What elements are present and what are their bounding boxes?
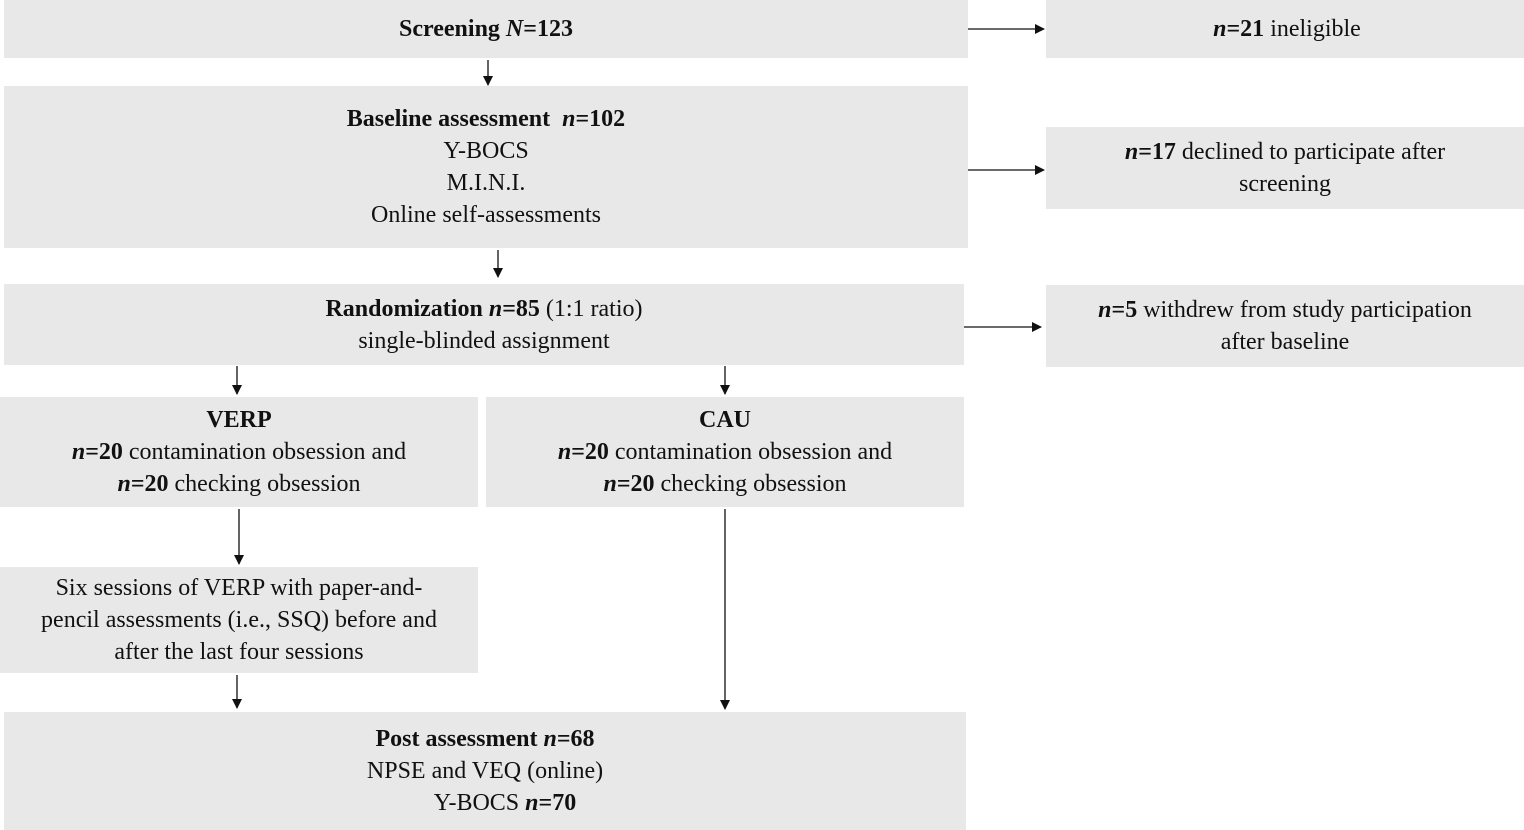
declined-line1: n=17 declined to participate after bbox=[1125, 136, 1445, 168]
cau-title: CAU bbox=[699, 407, 751, 433]
randomization-line2: single-blinded assignment bbox=[358, 327, 610, 354]
post-n-symbol: n bbox=[543, 726, 557, 752]
withdrew-text2: after baseline bbox=[1220, 329, 1350, 355]
verp-group-box: VERP n=20 contamination obsession and n=… bbox=[0, 397, 478, 507]
withdrew-box: n=5 withdrew from study participation af… bbox=[1046, 285, 1524, 367]
post-assessment-box: Post assessment n=68 NPSE and VEQ (onlin… bbox=[4, 712, 966, 830]
cau-line1: n=20 contamination obsession and bbox=[558, 436, 892, 468]
withdrew-n-symbol: n bbox=[1098, 297, 1112, 323]
ineligible-n-value: =21 bbox=[1226, 16, 1265, 42]
verp-n2-symbol: n bbox=[117, 471, 131, 497]
post-ybocs-n-value: =70 bbox=[538, 790, 577, 816]
withdrew-n-value: =5 bbox=[1111, 297, 1138, 323]
cau-line2: n=20 checking obsession bbox=[603, 468, 846, 500]
verp-line1-text: contamination obsession and bbox=[122, 439, 407, 465]
cau-group-box: CAU n=20 contamination obsession and n=2… bbox=[486, 397, 964, 507]
randomization-n-value: =85 bbox=[502, 295, 540, 322]
screening-box: Screening N=123 bbox=[4, 0, 968, 58]
verp-n1-value: =20 bbox=[85, 439, 123, 465]
randomization-box: Randomization n=85 (1:1 ratio) single-bl… bbox=[4, 284, 964, 365]
screening-n-value: =123 bbox=[523, 16, 573, 42]
baseline-label: Baseline assessment bbox=[346, 106, 551, 132]
cau-n2-symbol: n bbox=[603, 471, 617, 497]
verp-line2: n=20 checking obsession bbox=[117, 468, 360, 500]
baseline-assessment-box: Baseline assessment n=102 Y-BOCS M.I.N.I… bbox=[4, 86, 968, 248]
sessions-line2: pencil assessments (i.e., SSQ) before an… bbox=[41, 607, 437, 633]
verp-title: VERP bbox=[206, 407, 272, 433]
post-line2: NPSE and VEQ (online) bbox=[366, 758, 604, 784]
baseline-item-ybocs: Y-BOCS bbox=[443, 138, 529, 164]
ineligible-n-symbol: n bbox=[1213, 16, 1227, 42]
declined-n-symbol: n bbox=[1124, 139, 1139, 165]
post-ybocs-n-symbol: n bbox=[525, 790, 539, 816]
sessions-line3: after the last four sessions bbox=[114, 639, 364, 665]
post-label: Post assessment bbox=[375, 726, 538, 752]
ineligible-line: n=21 ineligible bbox=[1209, 13, 1361, 45]
ineligible-text: ineligible bbox=[1264, 16, 1361, 42]
post-line3: Y-BOCS n=70 bbox=[394, 787, 576, 819]
cau-line1-text: contamination obsession and bbox=[608, 439, 893, 465]
withdrew-line1: n=5 withdrew from study participation bbox=[1098, 294, 1472, 326]
sessions-line1: Six sessions of VERP with paper-and- bbox=[55, 575, 423, 601]
screening-n-symbol: N bbox=[505, 16, 524, 42]
cau-n2-value: =20 bbox=[616, 471, 655, 497]
randomization-line1: Randomization n=85 (1:1 ratio) bbox=[325, 293, 642, 325]
screening-line: Screening N=123 bbox=[399, 13, 573, 45]
declined-n-value: =17 bbox=[1138, 139, 1176, 165]
verp-line1: n=20 contamination obsession and bbox=[72, 436, 406, 468]
withdrew-text1: withdrew from study participation bbox=[1137, 297, 1472, 323]
post-n-value: =68 bbox=[556, 726, 595, 752]
screening-label: Screening bbox=[399, 16, 500, 42]
post-ybocs-label: Y-BOCS bbox=[433, 790, 520, 816]
randomization-n-symbol: n bbox=[488, 295, 503, 322]
cau-n1-symbol: n bbox=[557, 439, 572, 465]
cau-n1-value: =20 bbox=[571, 439, 609, 465]
baseline-n-value: =102 bbox=[575, 106, 626, 132]
verp-sessions-box: Six sessions of VERP with paper-and- pen… bbox=[0, 567, 478, 673]
verp-n2-value: =20 bbox=[130, 471, 169, 497]
declined-text2: screening bbox=[1239, 171, 1331, 197]
cau-line2-text: checking obsession bbox=[654, 471, 847, 497]
declined-text1: declined to participate after bbox=[1175, 139, 1446, 165]
post-title-line: Post assessment n=68 bbox=[375, 723, 594, 755]
randomization-ratio: (1:1 ratio) bbox=[539, 295, 643, 322]
baseline-n-symbol: n bbox=[562, 106, 576, 132]
randomization-label: Randomization bbox=[325, 295, 483, 322]
ineligible-box: n=21 ineligible bbox=[1046, 0, 1524, 58]
baseline-item-mini: M.I.N.I. bbox=[446, 170, 526, 196]
verp-n1-symbol: n bbox=[71, 439, 86, 465]
baseline-title-line: Baseline assessment n=102 bbox=[347, 103, 625, 135]
declined-box: n=17 declined to participate after scree… bbox=[1046, 127, 1524, 209]
baseline-item-online: Online self-assessments bbox=[371, 202, 601, 228]
verp-line2-text: checking obsession bbox=[168, 471, 361, 497]
